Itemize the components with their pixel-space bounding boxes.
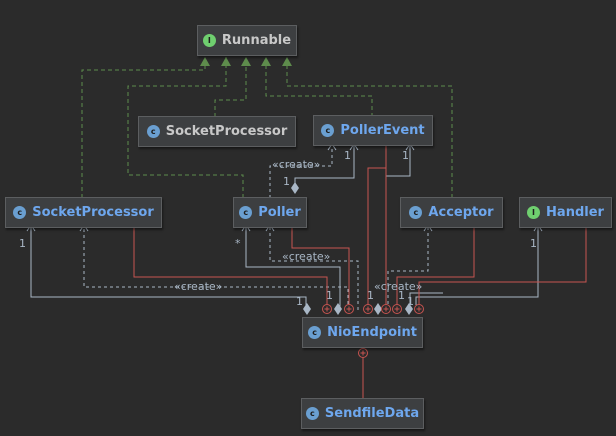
interface-icon: I	[202, 34, 216, 47]
class-icon: c	[13, 206, 27, 219]
class-icon: c	[305, 407, 319, 420]
node-label: PollerEvent	[340, 123, 425, 138]
create-label: «create»	[374, 280, 423, 293]
interface-icon: I	[527, 206, 541, 219]
multiplicity-label: 1	[367, 289, 374, 302]
diamonds	[291, 182, 413, 315]
inner-marker-5	[392, 304, 402, 314]
multiplicity-label: 1	[19, 237, 26, 250]
node-label: Handler	[546, 205, 604, 220]
dep-nio-socketprocessor	[83, 225, 349, 310]
multiplicity-label: *	[235, 237, 241, 250]
node-label: SocketProcessor	[32, 205, 154, 220]
arrowhead-4	[261, 57, 271, 66]
dep-nio-acceptor	[387, 225, 429, 310]
node-acceptor[interactable]: c Acceptor	[400, 197, 503, 228]
inner-marker-3	[363, 304, 373, 314]
realization-pollerevent	[265, 57, 373, 117]
diamond-nio-3	[374, 303, 382, 315]
diamond-nio-2	[334, 303, 342, 315]
arrowhead-5	[282, 57, 292, 66]
dep-nio-poller	[269, 225, 359, 310]
assoc-nio-poller	[245, 225, 341, 310]
create-label: «create»	[174, 280, 223, 293]
node-label: Acceptor	[428, 205, 494, 220]
inner-marker-2	[344, 304, 354, 314]
realization-socketprocessor-top	[214, 57, 247, 117]
diamond-nio-4	[405, 303, 413, 315]
gray-lines	[30, 144, 539, 310]
inner-markers	[322, 304, 424, 358]
create-label: «create»	[282, 250, 331, 263]
inner-socketprocessor	[133, 225, 328, 305]
realization-arrowheads	[200, 57, 292, 66]
create-label: «create»	[272, 158, 321, 171]
node-handler[interactable]: I Handler	[519, 197, 612, 228]
node-nioendpoint[interactable]: c NioEndpoint	[302, 317, 423, 348]
diamond-poller	[291, 182, 299, 194]
node-socketprocessor-top[interactable]: c SocketProcessor	[138, 116, 296, 147]
inner-poller	[291, 225, 350, 305]
diamond-nio-1	[303, 303, 311, 315]
multiplicity-label: 1	[530, 237, 537, 250]
inner-marker-1	[322, 304, 332, 314]
realization-acceptor	[286, 57, 453, 198]
arrowhead-1	[200, 57, 210, 66]
arrowhead-2	[221, 57, 231, 66]
realization-lines	[81, 57, 453, 198]
class-icon: c	[146, 125, 160, 138]
multiplicity-label: 1	[296, 295, 303, 308]
assoc-nio-acceptor	[409, 292, 443, 305]
inner-handler	[418, 225, 587, 305]
inner-pollerevent-2	[367, 167, 386, 305]
inner-marker-4	[381, 304, 391, 314]
node-poller[interactable]: c Poller	[233, 197, 307, 228]
class-icon: c	[409, 206, 423, 219]
node-label: SocketProcessor	[165, 124, 288, 139]
multiplicity-label: 1	[344, 149, 351, 162]
arrowhead-3	[241, 57, 251, 66]
multiplicity-label: 1	[326, 289, 333, 302]
realization-poller	[127, 57, 244, 198]
assoc-nio-handler	[415, 225, 539, 305]
class-icon: c	[321, 124, 335, 137]
node-socketprocessor[interactable]: c SocketProcessor	[5, 197, 162, 228]
assoc-nio-socketprocessor	[30, 225, 307, 305]
multiplicity-label: 1	[283, 175, 290, 188]
multiplicity-label: 1	[402, 149, 409, 162]
class-icon: c	[239, 206, 253, 219]
inner-marker-6	[414, 304, 424, 314]
inner-acceptor	[396, 225, 475, 305]
node-label: Poller	[258, 205, 301, 220]
node-label: Runnable	[221, 33, 292, 48]
inner-class-lines	[133, 144, 587, 398]
realization-socketprocessor	[81, 57, 206, 198]
node-pollerevent[interactable]: c PollerEvent	[313, 115, 433, 146]
inner-marker-7	[358, 348, 368, 358]
node-runnable[interactable]: I Runnable	[197, 25, 297, 56]
node-label: SendfileData	[324, 406, 420, 421]
dep-poller-pollerevent	[269, 144, 333, 198]
class-icon: c	[308, 326, 322, 339]
node-label: NioEndpoint	[327, 325, 417, 340]
multiplicity-label: 1	[407, 295, 414, 308]
node-sendfiledata[interactable]: c SendfileData	[301, 398, 424, 429]
multiplicity-label: 1	[398, 289, 405, 302]
